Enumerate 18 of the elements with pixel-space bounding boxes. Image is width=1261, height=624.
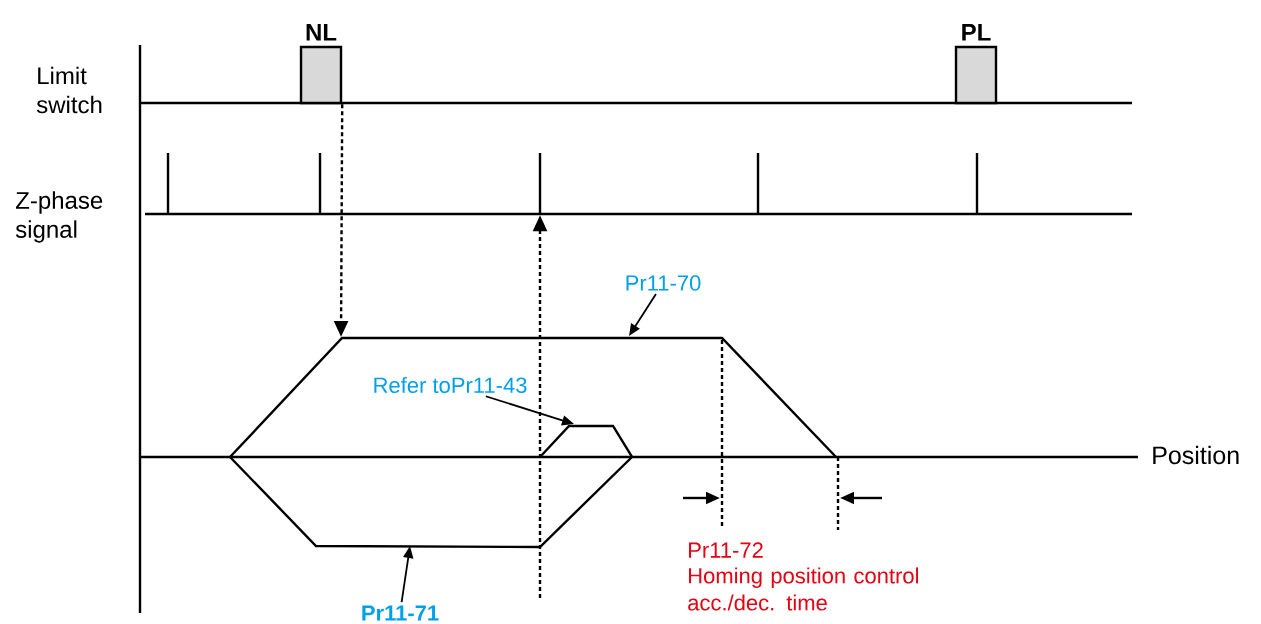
limit-switch-box: NL bbox=[299, 24, 343, 105]
node-label: NL bbox=[306, 24, 337, 41]
node-label: PL bbox=[962, 24, 991, 41]
parameter-label: Pr11-70 bbox=[626, 275, 701, 291]
limit-switch-box: PL bbox=[954, 24, 998, 105]
text-label: Position bbox=[1153, 445, 1239, 465]
speed-profile bbox=[229, 336, 837, 458]
text-label: Z-phase signal bbox=[15, 191, 103, 243]
pulse-mark bbox=[756, 153, 760, 214]
text-label: Homing position control acc./dec. time bbox=[688, 567, 918, 611]
pulse-mark bbox=[318, 153, 322, 214]
parameter-label: Pr11-71 bbox=[362, 605, 439, 621]
pulse-mark bbox=[975, 153, 979, 214]
text-label: Pr11-72 bbox=[689, 542, 763, 558]
text-label: Limit switch bbox=[36, 66, 102, 114]
pulse-mark bbox=[166, 153, 170, 214]
speed-profile bbox=[229, 456, 633, 549]
pulse-mark bbox=[538, 153, 542, 214]
